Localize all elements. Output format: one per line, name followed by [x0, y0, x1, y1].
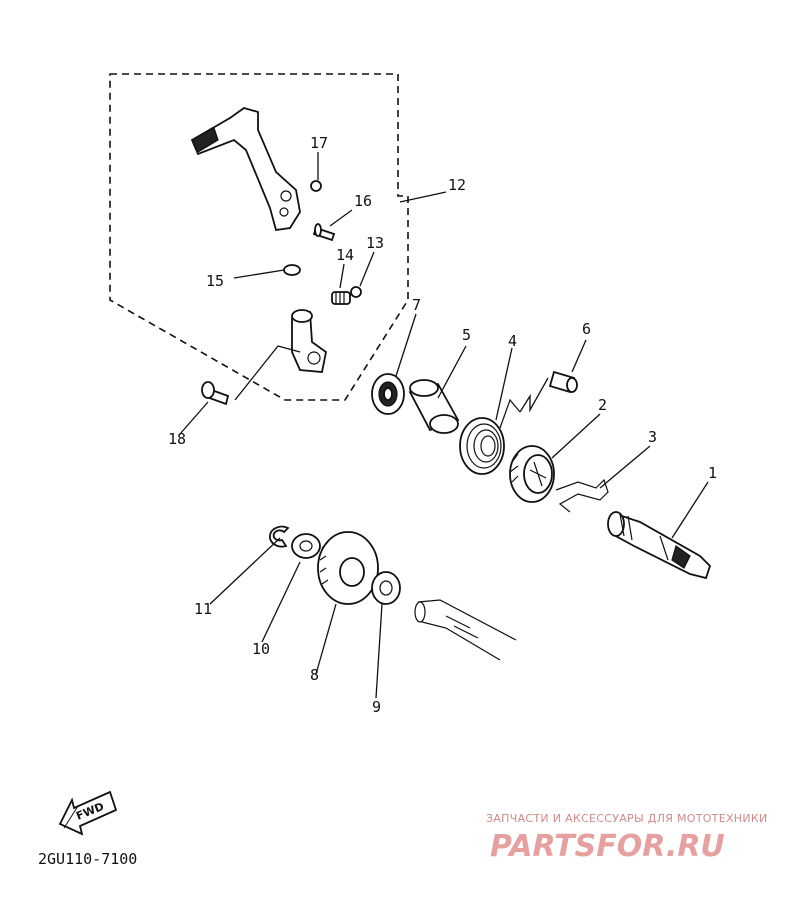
assembly-12-boundary: [109, 73, 409, 401]
callout-14: 14: [336, 246, 354, 264]
idle-gear-8: [317, 531, 379, 605]
pin-6-link: [519, 377, 549, 413]
bolt-18-link: [234, 345, 301, 401]
bearing-7: [371, 373, 405, 415]
fwd-arrow-icon: FWD: [58, 790, 118, 836]
shaft-reference: [414, 599, 517, 661]
cap-17: [310, 180, 322, 192]
leader-lines: [179, 152, 709, 699]
callout-6: 6: [582, 320, 591, 338]
kick-pedal-arm: [190, 107, 301, 232]
washer-10: [291, 533, 321, 559]
callout-1: 1: [708, 464, 717, 482]
callout-8: 8: [310, 666, 319, 684]
callout-15: 15: [206, 272, 224, 290]
callout-10: 10: [252, 640, 270, 658]
callout-4: 4: [508, 332, 517, 350]
callout-3: 3: [648, 428, 657, 446]
washer-9: [371, 571, 401, 605]
ball-13: [350, 286, 362, 298]
callout-7: 7: [412, 296, 421, 314]
watermark-brand: PARTSFOR.RU: [490, 829, 725, 864]
bolt-16: [312, 223, 336, 242]
callout-13: 13: [366, 234, 384, 252]
callout-18: 18: [168, 430, 186, 448]
callout-12: 12: [448, 176, 466, 194]
kick-boss: [291, 309, 327, 373]
callout-2: 2: [598, 396, 607, 414]
pin-6: [548, 370, 578, 394]
diagram-code: 2GU110-7100: [38, 850, 137, 868]
callout-9: 9: [372, 698, 381, 716]
oring-15: [283, 264, 301, 276]
callout-5: 5: [462, 326, 471, 344]
torsion-spring-4: [459, 398, 521, 475]
clip-3: [555, 478, 609, 513]
bushing-5: [408, 379, 460, 434]
ratchet-2: [509, 445, 555, 503]
kick-axle-1: [607, 511, 712, 580]
callout-11: 11: [194, 600, 212, 618]
callout-16: 16: [354, 192, 372, 210]
watermark-tagline: ЗАПЧАСТИ И АКСЕССУАРЫ ДЛЯ МОТОТЕХНИКИ: [486, 812, 768, 825]
circlip-11: [268, 525, 290, 548]
spring-14: [331, 291, 351, 305]
bolt-18: [201, 381, 230, 406]
callout-17: 17: [310, 134, 328, 152]
